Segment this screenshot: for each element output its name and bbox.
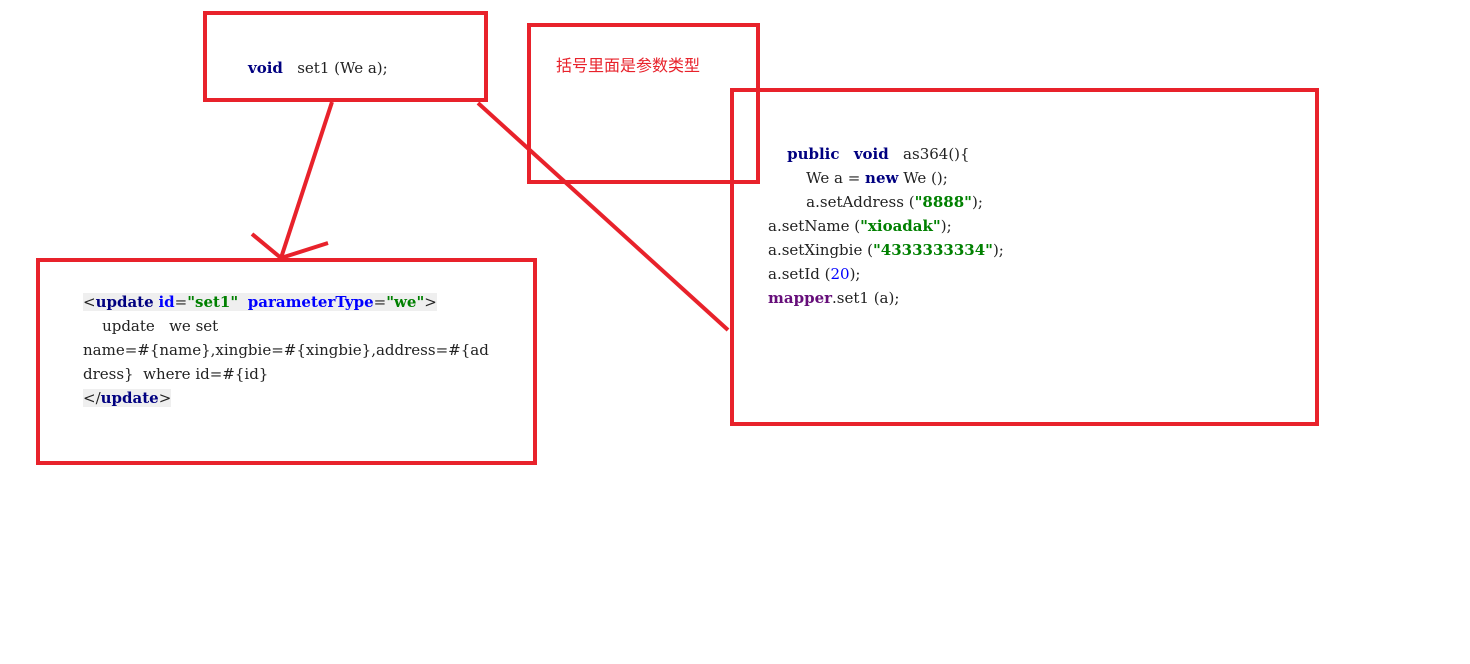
code-text: <: [83, 293, 96, 311]
xml-open-tag: <update id="set1" parameterType="we">: [83, 293, 437, 311]
code-text: .set1 (a);: [832, 289, 900, 307]
string-literal: "4333333334": [872, 241, 993, 259]
note-box: [527, 23, 760, 184]
code-text: We a =: [806, 169, 866, 187]
public-keyword: public: [787, 145, 840, 163]
void-keyword: void: [853, 145, 889, 163]
code-text: a.setName (: [768, 217, 861, 235]
void-keyword: void: [248, 59, 283, 77]
java-code-box: [730, 88, 1319, 426]
code-text: =: [174, 293, 188, 311]
java-line-5: a.setXingbie ("4333333334");: [768, 238, 1004, 262]
signature-box: [203, 11, 488, 102]
java-line-3: a.setAddress ("8888");: [768, 190, 1004, 214]
number-literal: 20: [830, 265, 850, 283]
java-line-2: We a = new We ();: [768, 166, 1004, 190]
xml-close-tag-line: </update>: [83, 386, 489, 410]
attr-name: id: [158, 293, 175, 311]
mapper-field: mapper: [768, 289, 833, 307]
code-text: </: [83, 389, 101, 407]
java-line-4: a.setName ("xioadak");: [768, 214, 1004, 238]
xml-close-tag: </update>: [83, 389, 172, 407]
string-literal: "8888": [914, 193, 972, 211]
arrow-head-right: [280, 241, 329, 260]
signature-text: set1 (We a);: [297, 59, 388, 77]
code-text: );: [849, 265, 861, 283]
xml-mapper-box: [36, 258, 537, 465]
xml-body-line-2: name=#{name},xingbie=#{xingbie},address=…: [83, 341, 489, 359]
code-text: a.setAddress (: [806, 193, 915, 211]
new-keyword: new: [865, 169, 899, 187]
attr-value: "we": [386, 293, 425, 311]
code-text: a.setId (: [768, 265, 831, 283]
code-text: );: [940, 217, 952, 235]
xml-body-line-3: dress} where id=#{id}: [83, 365, 269, 383]
attr-value: "set1": [187, 293, 239, 311]
parameter-type-note: 括号里面是参数类型: [556, 56, 701, 75]
tag-name: update: [95, 293, 154, 311]
tag-name: update: [100, 389, 159, 407]
string-literal: "xioadak": [860, 217, 941, 235]
code-text: );: [992, 241, 1004, 259]
method-signature: void set1 (We a);: [248, 56, 388, 80]
code-text: >: [424, 293, 437, 311]
java-line-6: a.setId (20);: [768, 262, 1004, 286]
code-text: >: [158, 389, 172, 407]
java-line-7: mapper.set1 (a);: [768, 286, 1004, 310]
arrow-shaft: [279, 101, 334, 259]
xml-code: <update id="set1" parameterType="we"> up…: [83, 290, 489, 410]
method-name: as364(){: [903, 145, 970, 163]
code-text: We ();: [898, 169, 948, 187]
xml-body-line-1: update we set: [83, 317, 219, 335]
attr-name: parameterType: [247, 293, 374, 311]
java-code: public void as364(){ We a = new We (); a…: [768, 142, 1004, 310]
java-line-1: public void as364(){: [768, 142, 1004, 166]
code-text: );: [971, 193, 983, 211]
connector-line: [476, 101, 730, 332]
xml-open-tag-line: <update id="set1" parameterType="we">: [83, 290, 489, 314]
arrow-head-left: [250, 232, 283, 260]
code-text: a.setXingbie (: [768, 241, 873, 259]
code-text: =: [373, 293, 387, 311]
